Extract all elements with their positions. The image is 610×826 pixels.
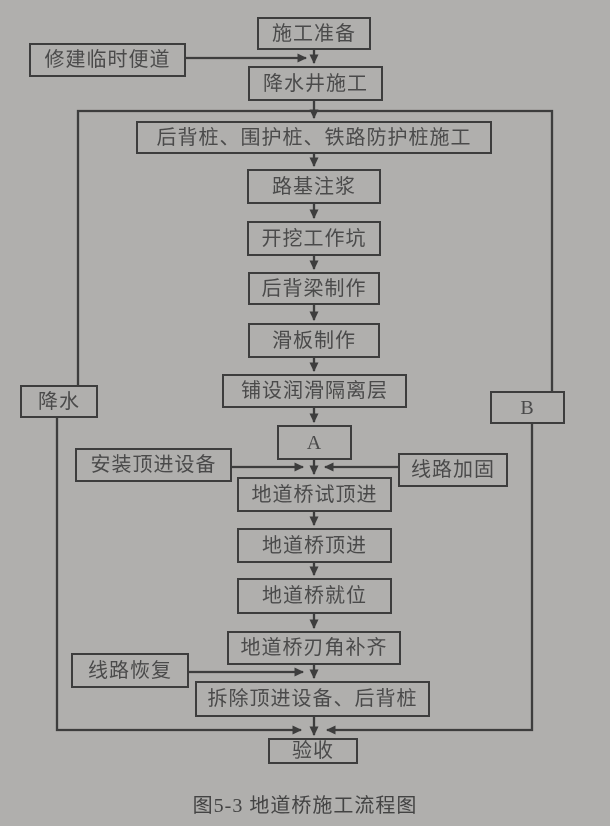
flow-node-edge-fill: 地道桥刃角补齐 [227,631,401,665]
flow-node-trial-jacking: 地道桥试顶进 [237,477,392,512]
flow-node-positioning: 地道桥就位 [237,578,392,614]
flow-node-track-reinforce: 线路加固 [398,453,508,487]
figure-caption: 图5-3 地道桥施工流程图 [192,795,418,817]
flow-node-grouting: 路基注浆 [247,169,381,204]
flow-node-lubrication-layer: 铺设润滑隔离层 [222,374,407,408]
flow-node-track-restore: 线路恢复 [71,653,189,688]
edge-dewatering-to-merge [55,418,302,735]
edge-b-to-merge [326,424,534,735]
flow-node-construction-prep: 施工准备 [257,17,371,50]
flow-node-back-beam: 后背梁制作 [248,272,380,305]
flow-node-acceptance: 验收 [268,738,358,764]
flow-node-install-jacking: 安装顶进设备 [75,448,232,482]
flow-node-temp-road: 修建临时便道 [29,43,186,77]
flow-node-dewatering: 降水 [20,385,98,418]
flow-node-excavation: 开挖工作坑 [247,221,381,256]
flow-node-slide-plate: 滑板制作 [248,323,380,358]
flow-node-jacking: 地道桥顶进 [237,528,392,563]
edge-branch-rail [76,109,554,391]
flow-node-connector-a: A [277,425,352,460]
flow-node-dewater-well: 降水井施工 [248,66,383,101]
flow-node-dismantle: 拆除顶进设备、后背桩 [195,681,430,717]
flow-node-connector-b: B [490,391,565,424]
flow-node-piles: 后背桩、围护桩、铁路防护桩施工 [136,121,492,154]
